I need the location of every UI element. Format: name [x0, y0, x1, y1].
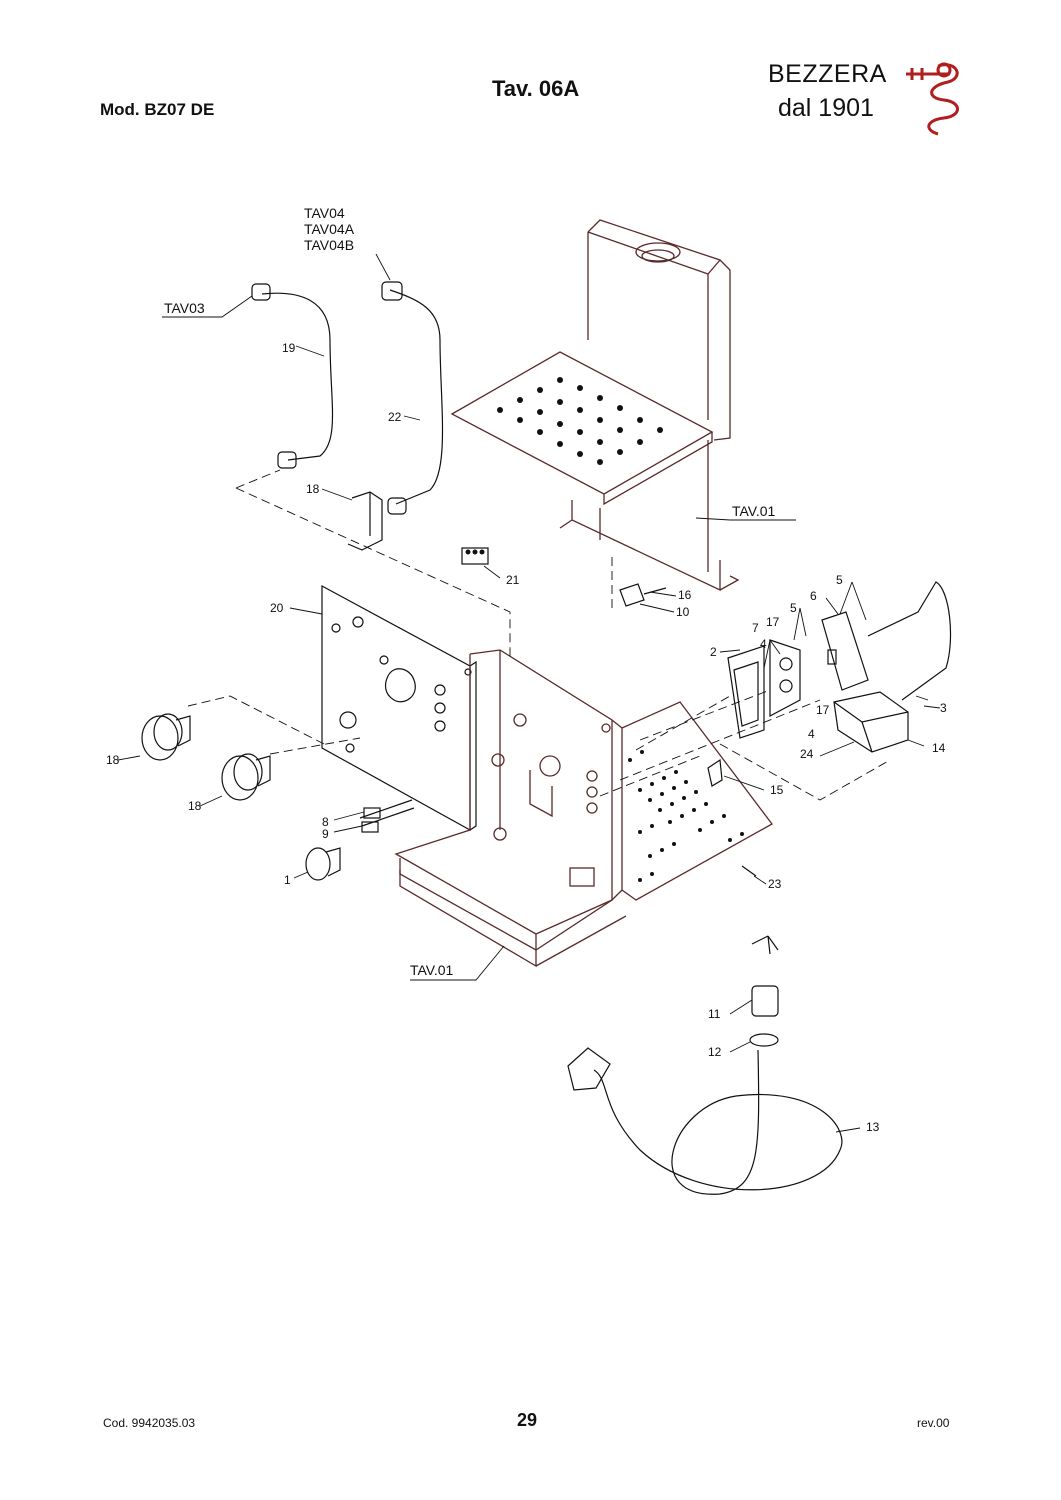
ref-tav04: TAV04 [304, 205, 345, 221]
perforation-holes [497, 377, 663, 465]
callout-24: 24 [800, 747, 814, 761]
callout-20: 20 [270, 601, 284, 615]
serpent-logo-icon [906, 62, 959, 136]
chassis-frame [394, 649, 773, 968]
document-code: Cod. 9942035.03 [103, 1416, 196, 1430]
callout-3: 3 [940, 701, 947, 715]
callout-6: 6 [810, 589, 817, 603]
bracket [347, 491, 383, 551]
ref-tav04b: TAV04B [304, 237, 354, 253]
terminal-block [461, 547, 489, 565]
ref-tav04a: TAV04A [304, 221, 355, 237]
pressure-switch [305, 847, 341, 881]
screw-set [359, 799, 415, 827]
relay [707, 758, 723, 787]
microswitch [619, 583, 667, 607]
ref-tav01-bottom: TAV.01 [410, 962, 454, 978]
switch-plate [727, 639, 801, 739]
screw-23 [741, 865, 757, 877]
callout-13: 13 [866, 1120, 880, 1134]
knob-lower [221, 753, 271, 801]
callout-22: 22 [388, 410, 402, 424]
power-cord [567, 935, 843, 1195]
callout-17-bottom: 17 [816, 703, 830, 717]
power-cable [867, 581, 952, 701]
callout-19: 19 [282, 341, 296, 355]
callout-5-cover: 5 [836, 573, 843, 587]
callout-9: 9 [322, 827, 329, 841]
callout-18-bracket: 18 [306, 482, 320, 496]
callout-12: 12 [708, 1045, 722, 1059]
callout-7: 7 [752, 621, 759, 635]
leader-lines [117, 253, 941, 1133]
assembly-lines [187, 469, 891, 801]
wiring-harness [251, 281, 444, 515]
callout-4-bottom: 4 [808, 727, 815, 741]
grid-perforation [628, 750, 744, 882]
front-panel [321, 584, 477, 832]
callout-15: 15 [770, 783, 784, 797]
knob-upper [141, 713, 191, 761]
brand-name: BEZZERA [768, 60, 887, 88]
callout-4-top: 4 [760, 637, 767, 651]
terminal-cover [821, 611, 869, 691]
model-label: Mod. BZ07 DE [100, 100, 215, 119]
brand-since: dal 1901 [778, 94, 874, 122]
callout-23: 23 [768, 877, 782, 891]
callout-14: 14 [932, 741, 946, 755]
callout-1: 1 [284, 873, 291, 887]
callout-16: 16 [678, 588, 692, 602]
boiler-assembly [450, 219, 740, 592]
callout-18-knob-upper: 18 [106, 753, 120, 767]
table-title: Tav. 06A [492, 76, 580, 101]
ref-tav01-top: TAV.01 [732, 503, 776, 519]
callout-11: 11 [708, 1007, 721, 1021]
callout-10: 10 [676, 605, 690, 619]
callout-18-knob-lower: 18 [188, 799, 202, 813]
callout-17-top: 17 [766, 615, 780, 629]
callout-5-plate: 5 [790, 601, 797, 615]
callout-8: 8 [322, 815, 329, 829]
callout-2: 2 [710, 645, 717, 659]
ref-tav03: TAV03 [164, 300, 205, 316]
screw-8 [363, 807, 381, 819]
revision-label: rev.00 [917, 1416, 950, 1430]
screw-9 [361, 821, 379, 833]
control-box [833, 691, 909, 753]
callout-21: 21 [506, 573, 520, 587]
page-number: 29 [517, 1410, 538, 1430]
